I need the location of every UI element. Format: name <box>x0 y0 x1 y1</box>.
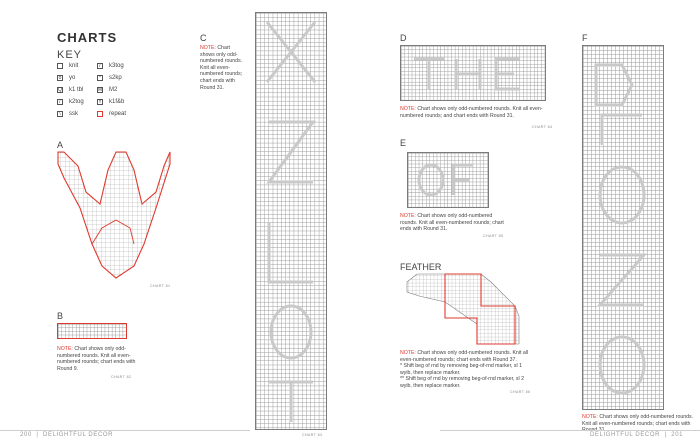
chart-d-note: NOTE: Chart shows only odd-numbered roun… <box>400 106 550 119</box>
note-text-2: * Shift beg of rnd by removing beg-of-rn… <box>400 363 522 376</box>
chart-c-letter: C <box>200 33 207 43</box>
chart-b-note: NOTE: Chart shows only odd-numbered roun… <box>57 346 139 372</box>
note-text: Chart shows only odd-numbered rounds. Kn… <box>400 350 529 363</box>
note-lead: NOTE: <box>400 213 416 219</box>
key-title: KEY <box>57 49 83 61</box>
knit-symbol-icon <box>57 63 63 69</box>
key-label: yo <box>69 75 76 81</box>
chart-d-motif <box>414 57 520 91</box>
chart-feather-caption: CHART 86 <box>510 390 531 394</box>
key-item-k1fb: Y k1f&b <box>97 96 124 108</box>
key-item-m2: M M2 <box>97 84 117 96</box>
k1fb-symbol-icon: Y <box>97 99 103 105</box>
chart-e-note: NOTE: Chart shows only odd-numbered roun… <box>400 213 505 233</box>
chart-a-shape <box>57 151 171 279</box>
chart-c-motif <box>265 21 317 422</box>
key-item-yo: o yo <box>57 72 75 84</box>
chart-e-caption: CHART 85 <box>483 234 504 238</box>
chart-f-motif <box>594 63 648 395</box>
chart-d-caption: CHART 84 <box>532 125 553 129</box>
chart-b-letter: B <box>57 311 64 321</box>
footer-rule-left <box>0 430 250 431</box>
chart-a-letter: A <box>57 140 64 150</box>
page-number-right: 201 <box>671 432 684 438</box>
footer-rule-right <box>440 430 700 431</box>
key-item-ssk: \ ssk <box>57 108 78 120</box>
k1tbl-symbol-icon: Q <box>57 87 63 93</box>
chart-f-letter: F <box>582 33 588 43</box>
k2tog-symbol-icon: / <box>57 99 63 105</box>
book-title-left: DELIGHTFUL DECOR <box>43 432 114 438</box>
note-lead: NOTE: <box>400 350 416 356</box>
key-item-k3tog: / k3tog <box>97 60 124 72</box>
book-title-right: DELIGHTFUL DECOR <box>590 432 661 438</box>
note-lead: NOTE: <box>582 414 598 420</box>
key-label: knit <box>69 63 79 69</box>
key-item-s2kp: ^ s2kp <box>97 72 122 84</box>
key-label: s2kp <box>109 75 122 81</box>
m2-symbol-icon: M <box>97 87 103 93</box>
page-heading: CHARTS <box>57 30 118 45</box>
s2kp-symbol-icon: ^ <box>97 75 103 81</box>
k3tog-symbol-icon: / <box>97 63 103 69</box>
chart-b-caption: CHART 82 <box>111 375 132 379</box>
yo-symbol-icon: o <box>57 75 63 81</box>
note-lead: NOTE: <box>400 106 416 112</box>
note-text-3: ** Shift beg of rnd by removing beg-of-r… <box>400 376 524 389</box>
chart-b-repeat-outline <box>57 323 127 339</box>
chart-d-letter: D <box>400 33 407 43</box>
feather-repeat-outline <box>444 273 516 345</box>
page-number-left: 200 <box>20 432 32 438</box>
note-text: Chart shows only odd-numbered rounds. Kn… <box>200 45 243 91</box>
ssk-symbol-icon: \ <box>57 111 63 117</box>
key-label: k2tog <box>69 99 84 105</box>
note-text: Chart shows only odd-numbered rounds. Kn… <box>400 213 504 233</box>
key-item-k2tog: / k2tog <box>57 96 84 108</box>
chart-a-caption: CHART 81 <box>150 284 171 288</box>
note-lead: NOTE: <box>200 45 216 51</box>
key-label: k1 tbl <box>69 87 84 93</box>
note-text: Chart shows only odd-numbered rounds. Kn… <box>57 346 136 372</box>
chart-feather-note: NOTE: Chart shows only odd-numbered roun… <box>400 350 530 390</box>
note-lead: NOTE: <box>57 346 73 352</box>
chart-f-note: NOTE: Chart shows only odd-numbered roun… <box>582 414 694 434</box>
chart-feather-letter: FEATHER <box>400 262 442 272</box>
chart-a-grid <box>57 151 171 279</box>
chart-a-repeat-outline <box>91 219 135 245</box>
key-label: k1f&b <box>109 99 125 105</box>
chart-feather-grid <box>406 273 520 345</box>
note-text: Chart shows only odd-numbered rounds. Kn… <box>400 106 543 119</box>
key-label: ssk <box>69 111 78 117</box>
chart-e-letter: E <box>400 138 407 148</box>
chart-e-grid <box>407 152 489 208</box>
key-item-repeat: repeat <box>97 108 126 120</box>
key-label: repeat <box>109 111 127 117</box>
feather-shape <box>406 273 520 345</box>
key-label: k3tog <box>109 63 124 69</box>
key-label: M2 <box>109 87 118 93</box>
footer-left: 200 | DELIGHTFUL DECOR <box>20 432 114 438</box>
chart-c-note: NOTE: Chart shows only odd-numbered roun… <box>200 45 246 91</box>
key-item-knit: knit <box>57 60 78 72</box>
key-item-k1tbl: Q k1 tbl <box>57 84 83 96</box>
chart-c-caption: CHART 83 <box>302 433 323 437</box>
footer-right: DELIGHTFUL DECOR | 201 <box>590 432 684 438</box>
repeat-symbol-icon <box>97 111 103 117</box>
chart-e-motif <box>417 163 473 197</box>
